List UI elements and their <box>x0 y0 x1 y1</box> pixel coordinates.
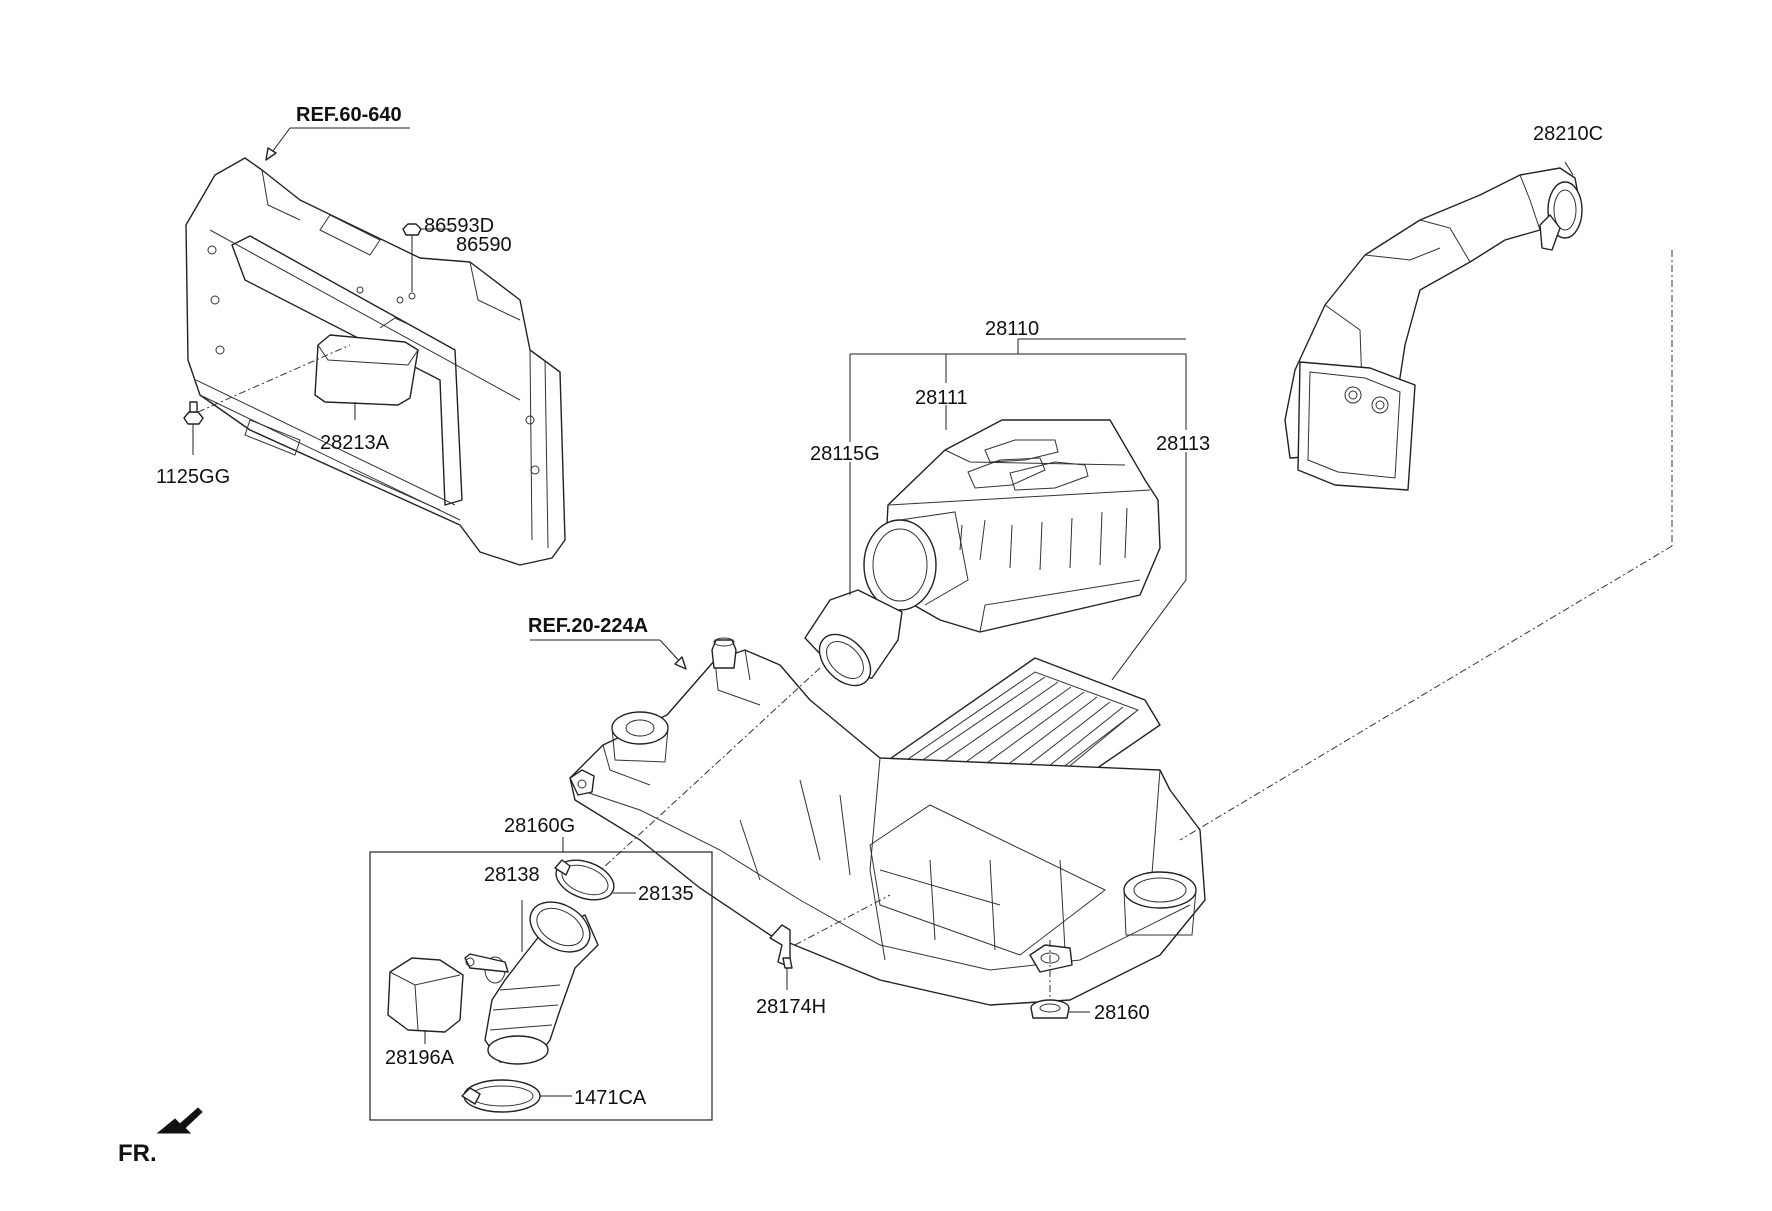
part-label-28110[interactable]: 28110 <box>985 318 1039 340</box>
air-cleaner-body <box>569 637 1206 1006</box>
hose-28115G <box>804 589 903 687</box>
part-label-28213A[interactable]: 28213A <box>320 432 390 454</box>
part-label-86590[interactable]: 86590 <box>456 234 512 256</box>
ref-label-20-224a: REF.20-224A <box>528 615 648 637</box>
part-label-28111[interactable]: 28111 <box>915 387 968 409</box>
ref-label-60-640: REF.60-640 <box>296 104 402 126</box>
part-label-28196A[interactable]: 28196A <box>385 1047 455 1069</box>
part-label-1125GG[interactable]: 1125GG <box>156 466 230 488</box>
part-label-28160[interactable]: 28160 <box>1094 1002 1150 1024</box>
part-label-28113[interactable]: 28113 <box>1156 433 1210 455</box>
clamp-1471CA <box>461 1079 541 1113</box>
assembly-28110-bracket <box>849 338 1187 681</box>
bracket-28213A <box>314 334 419 406</box>
part-label-86593D[interactable]: 86593D <box>424 215 494 237</box>
grommet-28160 <box>1030 999 1070 1019</box>
filter-28196A <box>387 957 464 1033</box>
part-label-28174H[interactable]: 28174H <box>756 996 826 1018</box>
part-label-28160G[interactable]: 28160G <box>504 815 575 837</box>
air-cleaner-cover-28111 <box>863 419 1161 633</box>
clamp-28135 <box>554 859 615 901</box>
clip-28174H <box>769 924 793 969</box>
part-label-1471CA[interactable]: 1471CA <box>574 1087 647 1109</box>
part-label-28115G[interactable]: 28115G <box>810 443 880 465</box>
hose-28138 <box>464 901 599 1065</box>
part-label-28210C[interactable]: 28210C <box>1533 123 1603 145</box>
air-duct-28210C <box>1284 167 1583 491</box>
bolt-1125GG <box>183 401 204 455</box>
part-label-28138[interactable]: 28138 <box>484 864 540 886</box>
kit-28160G-box <box>369 851 713 1121</box>
front-direction-arrow-icon <box>156 1107 203 1134</box>
part-label-28135[interactable]: 28135 <box>638 883 694 905</box>
front-direction-label: FR. <box>118 1140 157 1167</box>
